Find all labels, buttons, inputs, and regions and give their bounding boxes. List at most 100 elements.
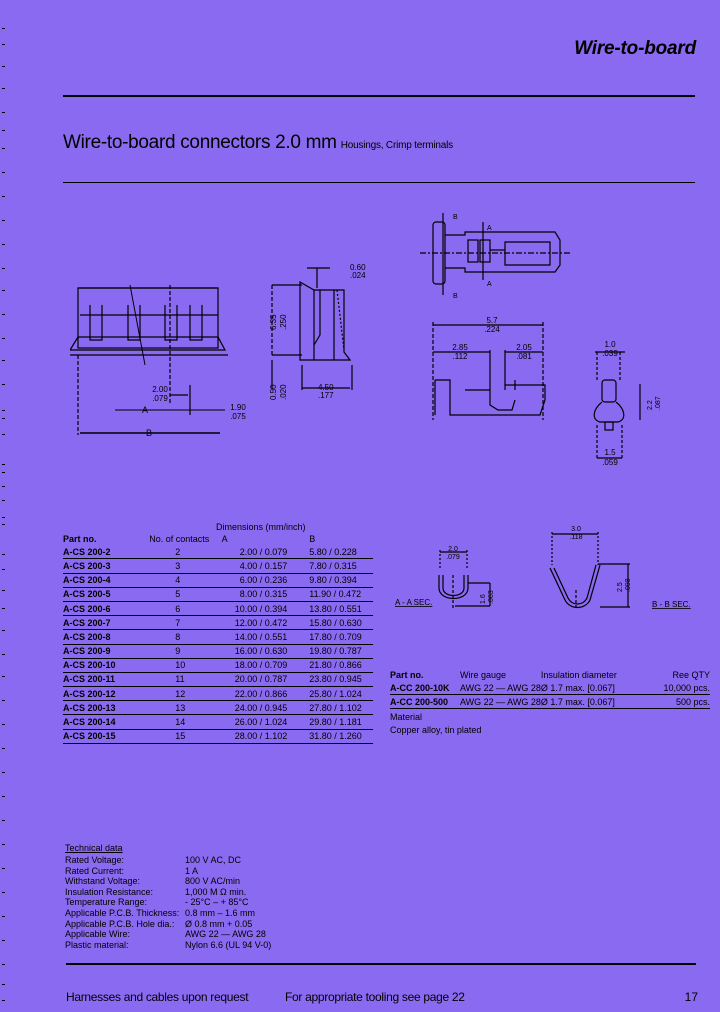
- top-rule: [63, 95, 695, 97]
- section-aa-drawing: 2.0 .079 1.6 .063 A - A SEC.: [395, 546, 495, 608]
- dim-b-cell: 9.80 / 0.394: [299, 573, 373, 588]
- technical-data-title: Technical data: [65, 843, 123, 853]
- heading-rule: [63, 182, 695, 183]
- spec-row: Temperature Range:- 25°C – + 85°C: [65, 897, 271, 908]
- page-subheading: Housings, Crimp terminals: [340, 140, 453, 151]
- part-no-cell: A-CS 200-9: [63, 644, 136, 659]
- spec-row: Rated Current:1 A: [65, 866, 271, 877]
- col-b: B: [309, 533, 316, 544]
- dim-a-cell: 6.00 / 0.236: [221, 573, 300, 588]
- terminals-table-header: Part no. Wire gauge Insulation diameter …: [390, 668, 710, 681]
- dim-base-mm: 0.50: [269, 384, 278, 400]
- dim-pitch-mm: 2.00: [152, 385, 168, 394]
- dim-top-mm: 0.60: [350, 263, 366, 272]
- spec-value: 0.8 mm – 1.6 mm: [185, 907, 256, 918]
- qty-cell: 10,000 pcs.: [640, 681, 710, 695]
- scan-edge-marks: [0, 0, 8, 1012]
- wire-gauge-cell: AWG 22 — AWG 28: [460, 694, 541, 709]
- contacts-cell: 10: [135, 658, 222, 673]
- spec-row: Insulation Resistance:1,000 M Ω min.: [65, 887, 271, 898]
- dim-a-cell: 16.00 / 0.630: [221, 644, 300, 659]
- col-a: A: [221, 533, 228, 544]
- dim-b-cell: 23.80 / 0.945: [299, 672, 373, 688]
- contacts-cell: 14: [135, 714, 222, 730]
- part-no-cell: A-CS 200-10: [63, 658, 136, 673]
- dim-aa-height-mm: 1.6: [480, 594, 487, 604]
- dim-aa-height-in: .063: [488, 590, 495, 604]
- dim-right-mm: 2.05: [516, 343, 532, 352]
- spec-value: 800 V AC/min: [185, 876, 241, 887]
- dim-bb-width-mm: 3.0: [571, 526, 581, 533]
- dim-left-in: .112: [453, 352, 469, 361]
- contacts-cell: 8: [135, 629, 222, 645]
- insulation-cell: Ø 1.7 max. [0.067]: [540, 694, 641, 709]
- dim-depth-in: .177: [318, 391, 334, 400]
- dim-right-in: .081: [516, 352, 532, 361]
- housing-side-drawing: 0.60 .024 6.35 .250 0.50 .020 4.50 .177: [269, 263, 366, 400]
- contacts-cell: 11: [135, 672, 222, 688]
- part-no-cell: A-CS 200-5: [63, 587, 136, 602]
- spec-row: Plastic material:Nylon 6.6 (UL 94 V-0): [65, 940, 271, 951]
- part-no-cell: A-CS 200-2: [63, 545, 136, 560]
- dim-aa-width-in: .079: [446, 554, 460, 561]
- footer-note-tooling: For appropriate tooling see page 22: [285, 990, 465, 1004]
- section-bb-drawing: 3.0 .118 2.5 .098 B - B SEC.: [549, 526, 691, 610]
- insulation-cell: Ø 1.7 max. [0.067]: [540, 681, 641, 695]
- contacts-cell: 5: [135, 587, 222, 602]
- part-no-cell: A-CC 200-10K: [390, 681, 460, 695]
- col-wire-gauge: Wire gauge: [460, 669, 507, 680]
- section-bb-label: B - B SEC.: [652, 600, 691, 609]
- part-no-cell: A-CS 200-4: [63, 573, 136, 588]
- col-part-no: Part no.: [63, 533, 97, 544]
- dim-offset-mm: 1.90: [230, 403, 246, 412]
- part-no-cell: A-CS 200-15: [63, 729, 136, 744]
- dim-b-cell: 17.80 / 0.709: [299, 629, 373, 645]
- part-no-cell: A-CS 200-3: [63, 558, 136, 574]
- spec-key: Applicable P.C.B. Hole dia.:: [65, 918, 175, 929]
- part-no-cell: A-CS 200-14: [63, 714, 136, 730]
- part-no-cell: A-CC 200-500: [390, 694, 460, 709]
- dim-base-in: .020: [279, 384, 288, 400]
- dim-b-cell: 29.80 / 1.181: [299, 714, 373, 730]
- dim-b-cell: 25.80 / 1.024: [299, 686, 373, 702]
- spec-row: Applicable P.C.B. Hole dia.:Ø 0.8 mm + 0…: [65, 919, 271, 930]
- section-aa-label: A - A SEC.: [395, 598, 432, 607]
- terminal-end-drawing: 1.0 .039 2.2 .087 1.5 .059: [593, 340, 662, 467]
- part-no-cell: A-CS 200-7: [63, 615, 136, 631]
- dim-b-cell: 5.80 / 0.228: [299, 545, 373, 560]
- bottom-rule: [66, 963, 696, 965]
- dim-length-in: .224: [484, 325, 500, 334]
- dim-end-bottom-in: .059: [602, 458, 618, 467]
- part-no-cell: A-CS 200-12: [63, 686, 136, 702]
- terminal-side-drawing: 5.7 .224 2.85 .112 2.05 .081: [432, 316, 546, 420]
- spec-value: 100 V AC, DC: [185, 855, 242, 865]
- dim-a-cell: 22.00 / 0.866: [221, 686, 300, 702]
- dim-a-cell: 12.00 / 0.472: [221, 615, 300, 631]
- spec-key: Insulation Resistance:: [65, 886, 154, 897]
- dim-a-cell: 18.00 / 0.709: [221, 658, 300, 673]
- dim-aa-width-mm: 2.0: [448, 546, 458, 553]
- contacts-cell: 2: [135, 545, 222, 560]
- dim-end-top-in: .039: [602, 349, 618, 358]
- dim-length-mm: 5.7: [486, 316, 498, 325]
- spec-key: Withstand Voltage:: [65, 876, 141, 887]
- dim-bb-height-mm: 2.5: [617, 582, 624, 592]
- spec-row: Rated Voltage:100 V AC, DC: [65, 855, 271, 866]
- dim-a-cell: 8.00 / 0.315: [221, 587, 300, 602]
- col-qty: Ree QTY: [672, 669, 710, 680]
- spec-key: Applicable P.C.B. Thickness:: [65, 907, 180, 918]
- dim-a-cell: 2.00 / 0.079: [221, 545, 300, 560]
- footer-note-harnesses: Harnesses and cables upon request: [66, 990, 249, 1004]
- dim-b-cell: 13.80 / 0.551: [299, 601, 373, 617]
- dim-a-cell: 20.00 / 0.787: [221, 672, 300, 688]
- section-title: Wire-to-board: [574, 38, 696, 59]
- section-mark-b-bottom: B: [453, 293, 458, 300]
